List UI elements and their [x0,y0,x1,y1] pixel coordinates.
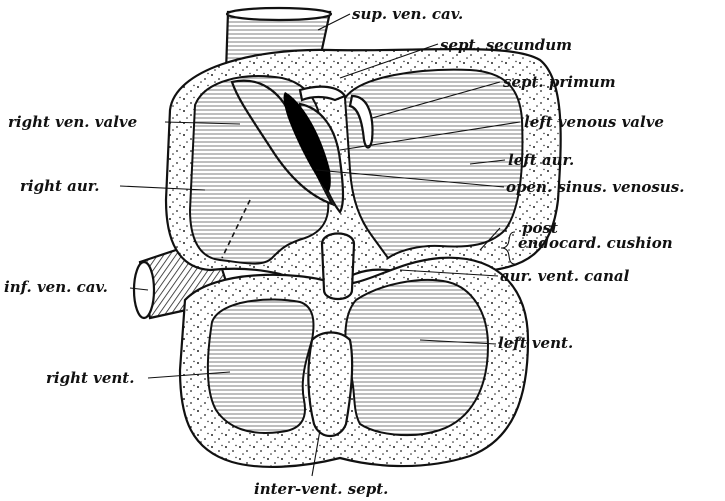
label-right-aur: right aur. [20,177,100,195]
label-inf-ven-cav: inf. ven. cav. [4,278,108,296]
label-inter-vent-sept: inter-vent. sept. [254,480,388,498]
label-left-vent: left vent. [498,334,573,352]
left-atrium-cavity [345,70,522,258]
label-aur-vent-canal: aur. vent. canal [500,267,630,285]
left-ventricle-cavity [345,280,488,435]
label-open-sinus-venosus: open. sinus. venosus. [506,178,684,196]
label-right-vent: right vent. [46,369,134,387]
label-sept-primum: sept. primum [503,73,616,91]
label-right-ven-valve: right ven. valve [8,113,137,131]
label-endocard-cushion: endocard. cushion [518,234,673,252]
label-left-aur: left aur. [508,151,574,169]
interventricular-septum [308,333,352,437]
label-left-venous-valve: left venous valve [524,113,664,131]
label-sept-secundum: sept. secundum [440,36,572,54]
label-sup-ven-cav: sup. ven. cav. [352,5,463,23]
right-ventricle-cavity [208,299,314,433]
endocardial-cushion [322,234,354,300]
